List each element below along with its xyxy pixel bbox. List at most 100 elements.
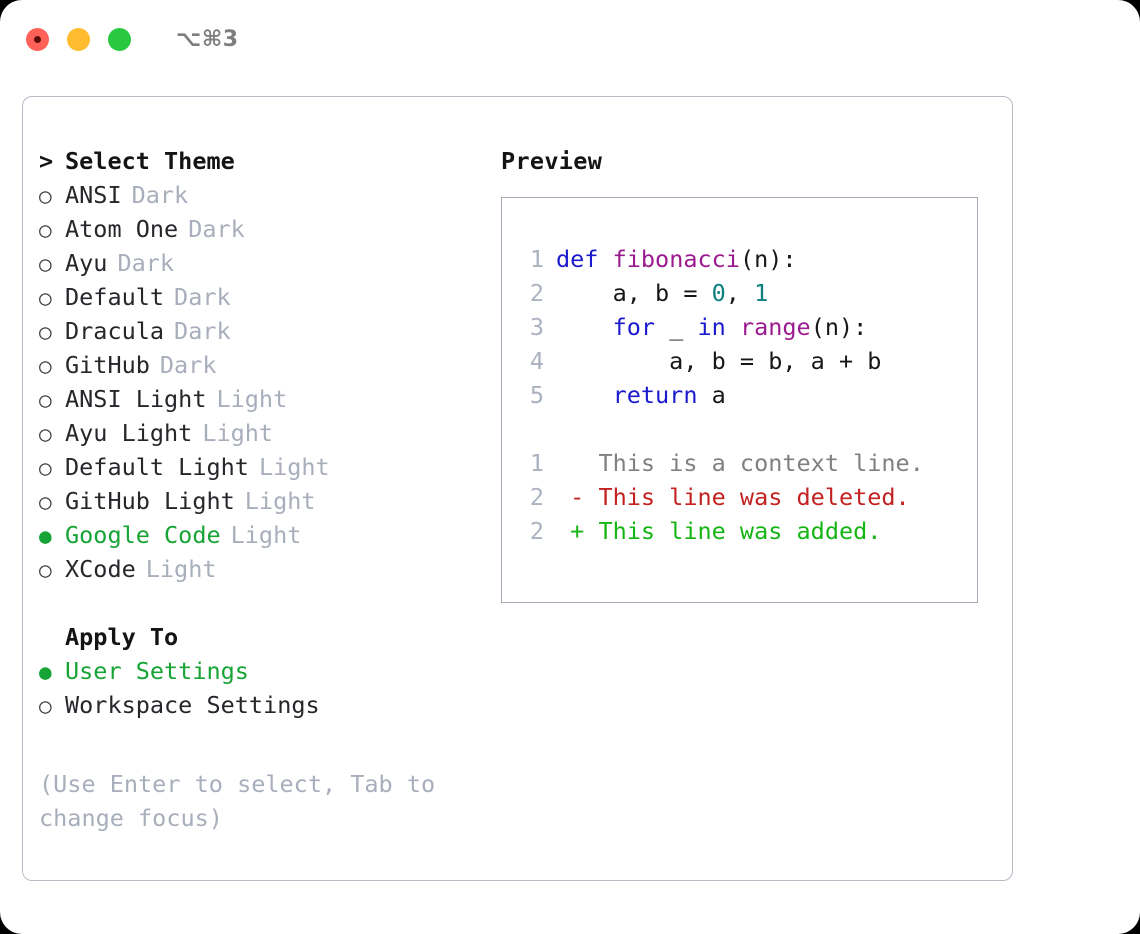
code-token-kw: for <box>612 313 656 341</box>
keyboard-hint-line-1: (Use Enter to select, Tab to <box>39 770 436 798</box>
code-token-pln: , <box>725 279 755 307</box>
theme-variant-badge: Dark <box>174 317 231 345</box>
theme-option-dracula[interactable]: ○ Dracula Dark <box>39 317 479 351</box>
theme-option-atom-one[interactable]: ○ Atom One Dark <box>39 215 479 249</box>
radio-unselected-icon[interactable]: ○ <box>39 252 52 276</box>
radio-unselected-icon[interactable]: ○ <box>39 354 52 378</box>
code-line: 5 return a <box>516 378 924 412</box>
window-titlebar: ⌥⌘3 <box>0 0 1140 78</box>
apply-to-option-user-settings[interactable]: ● User Settings <box>39 657 479 691</box>
radio-selected-icon[interactable]: ● <box>39 524 52 548</box>
code-token-num: 1 <box>754 279 769 307</box>
code-line-text: return a <box>556 378 726 412</box>
close-button[interactable] <box>26 27 49 51</box>
theme-variant-badge: Light <box>216 385 288 413</box>
code-token-pln: a, b = <box>556 279 712 307</box>
theme-variant-badge: Dark <box>159 351 217 379</box>
radio-unselected-icon[interactable]: ○ <box>39 184 52 208</box>
code-line-number: 1 <box>529 245 544 273</box>
code-line-text: def fibonacci(n): <box>556 242 797 276</box>
code-token-pln <box>598 245 612 273</box>
keyboard-hint-line-2: change focus) <box>39 804 223 832</box>
theme-variant-badge: Dark <box>131 181 189 209</box>
theme-option-label: Dracula <box>65 317 165 345</box>
apply-to-option-label: Workspace Settings <box>65 691 320 719</box>
radio-unselected-icon[interactable]: ○ <box>39 422 52 446</box>
theme-option-ansi[interactable]: ○ ANSI Dark <box>39 181 479 215</box>
theme-option-label: Default Light <box>65 453 249 481</box>
code-token-pln <box>556 313 613 341</box>
diff-line: 2 - This line was deleted. <box>516 480 924 514</box>
diff-line-text: - This line was deleted. <box>556 483 910 511</box>
theme-option-label: Default <box>65 283 165 311</box>
apply-to-title: Apply To <box>65 623 179 651</box>
radio-unselected-icon[interactable]: ○ <box>39 320 52 344</box>
apply-to-option-workspace-settings[interactable]: ○ Workspace Settings <box>39 691 479 725</box>
theme-option-default[interactable]: ○ Default Dark <box>39 283 479 317</box>
code-token-kw: return <box>612 381 698 409</box>
code-token-kw: def <box>556 245 599 273</box>
diff-line-number: 1 <box>529 449 544 477</box>
radio-unselected-icon[interactable]: ○ <box>39 388 52 412</box>
theme-variant-badge: Light <box>145 555 217 583</box>
code-token-num: 0 <box>711 279 726 307</box>
code-line: 3 for _ in range(n): <box>516 310 924 344</box>
code-line-number: 5 <box>529 381 544 409</box>
diff-line-text: This is a context line. <box>556 449 924 477</box>
diff-line: 2 + This line was added. <box>516 514 924 548</box>
code-line: 1 def fibonacci(n): <box>516 242 924 276</box>
theme-variant-badge: Light <box>202 419 274 447</box>
code-token-pln: (n): <box>739 245 797 273</box>
radio-selected-icon[interactable]: ● <box>39 660 52 684</box>
code-token-pln: _ <box>655 313 698 341</box>
preview-section-gap <box>516 412 924 446</box>
theme-option-label: Ayu Light <box>65 419 193 447</box>
theme-option-xcode[interactable]: ○ XCode Light <box>39 555 479 589</box>
theme-picker-header: > Select Theme <box>39 147 479 181</box>
minimize-button[interactable] <box>67 27 90 51</box>
apply-to-option-label: User Settings <box>65 657 249 685</box>
radio-unselected-icon[interactable]: ○ <box>39 286 52 310</box>
theme-option-ayu-light[interactable]: ○ Ayu Light Light <box>39 419 479 453</box>
code-line-text: a, b = 0, 1 <box>556 276 769 310</box>
theme-option-label: Google Code <box>65 521 221 549</box>
radio-unselected-icon[interactable]: ○ <box>39 558 52 582</box>
code-line-number: 4 <box>529 347 544 375</box>
radio-unselected-icon[interactable]: ○ <box>39 218 52 242</box>
diff-line-text: + This line was added. <box>556 517 882 545</box>
code-line-text: for _ in range(n): <box>556 310 868 344</box>
theme-variant-badge: Dark <box>188 215 245 243</box>
preview-title: Preview <box>501 147 603 175</box>
zoom-button[interactable] <box>108 27 131 51</box>
theme-option-label: ANSI <box>65 181 122 209</box>
theme-variant-badge: Dark <box>174 283 231 311</box>
code-token-fn: range <box>739 313 811 341</box>
radio-unselected-icon[interactable]: ○ <box>39 456 52 480</box>
window-controls <box>26 27 131 51</box>
diff-line-number: 2 <box>529 483 544 511</box>
code-token-pln: a <box>697 381 726 409</box>
code-token-pln: a, b = b, a + b <box>556 347 882 375</box>
theme-variant-badge: Light <box>244 487 316 515</box>
theme-variant-badge: Light <box>258 453 330 481</box>
theme-variant-badge: Dark <box>117 249 175 277</box>
radio-unselected-icon[interactable]: ○ <box>39 694 52 718</box>
theme-option-label: XCode <box>65 555 136 583</box>
theme-option-label: Atom One <box>65 215 179 243</box>
keyboard-hint: (Use Enter to select, Tab to change focu… <box>39 767 449 835</box>
radio-unselected-icon[interactable]: ○ <box>39 490 52 514</box>
section-gap <box>39 589 479 623</box>
theme-option-default-light[interactable]: ○ Default Light Light <box>39 453 479 487</box>
code-line-number: 3 <box>529 313 544 341</box>
